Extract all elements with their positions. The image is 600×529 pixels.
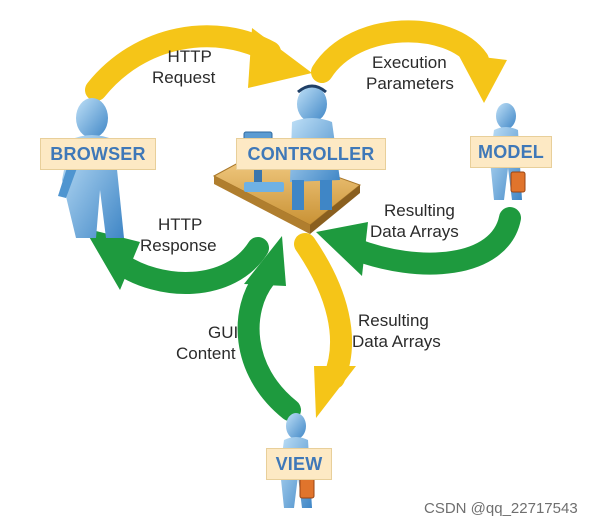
gui-content-arrow — [237, 267, 301, 421]
execution-parameters-label: Execution Parameters — [366, 53, 454, 93]
http-request-arrow — [85, 25, 281, 101]
model-node-label: MODEL — [470, 136, 552, 168]
http-response-label: HTTP Response — [140, 215, 217, 255]
watermark: CSDN @qq_22717543 — [424, 500, 578, 517]
http-response-arrowhead — [84, 228, 140, 290]
resulting-data-model-label: Resulting Data Arrays — [370, 201, 459, 241]
resulting-data-model-arrowhead — [316, 222, 368, 276]
execution-parameters-arrow — [311, 20, 489, 83]
http-request-arrowhead — [248, 28, 312, 88]
http-request-label: HTTP Request — [152, 47, 216, 87]
gui-content-label: GUI Content — [176, 323, 239, 363]
resulting-data-view-arrowhead — [314, 366, 356, 418]
controller-node-label: CONTROLLER — [236, 138, 386, 170]
browser-node-label: BROWSER — [40, 138, 156, 170]
http-response-arrow — [107, 237, 269, 294]
resulting-data-view-label: Resulting Data Arrays — [352, 311, 441, 351]
resulting-data-view-arrow — [294, 233, 353, 389]
gui-content-arrowhead — [244, 236, 286, 286]
execution-parameters-arrowhead — [458, 54, 507, 103]
view-node-label: VIEW — [266, 448, 332, 480]
resulting-data-model-arrow — [341, 207, 521, 275]
